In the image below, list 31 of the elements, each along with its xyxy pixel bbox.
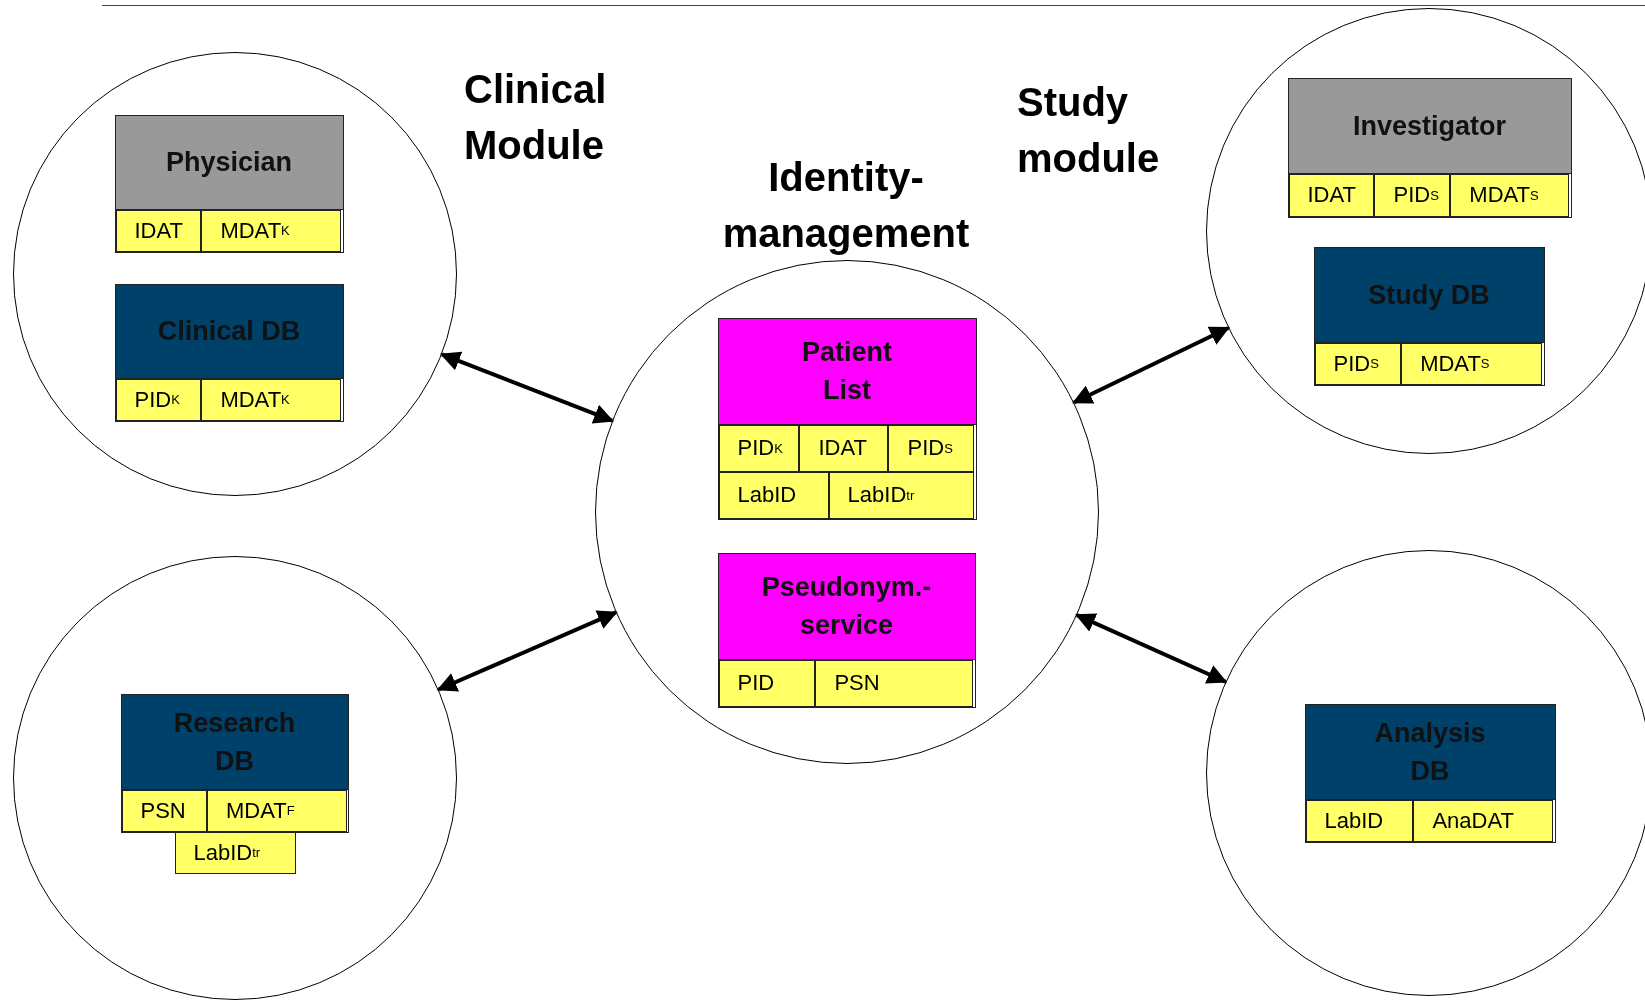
module-title: Clinical Module xyxy=(464,66,608,169)
module-title: Study module xyxy=(1017,79,1161,182)
double-arrow xyxy=(1072,326,1230,405)
table-header: Investigator xyxy=(1288,78,1571,174)
data-table xyxy=(114,283,344,422)
table-cell: PSN xyxy=(121,789,207,832)
table-header: Clinical DB xyxy=(115,284,343,379)
data-table xyxy=(114,114,344,253)
table-cell: IDAT xyxy=(1288,173,1375,217)
double-arrow xyxy=(436,610,618,692)
table-header: Analysis DB xyxy=(1305,704,1555,800)
table-header: Study DB xyxy=(1314,247,1544,343)
double-arrow xyxy=(440,351,614,424)
double-arrow xyxy=(1075,613,1228,684)
data-table xyxy=(717,552,976,708)
data-table xyxy=(1304,703,1556,843)
table-header: Patient List xyxy=(718,318,976,425)
table-header: Pseudonym.-service xyxy=(718,553,975,660)
table-cell: LabID xyxy=(1305,799,1414,842)
table-cell: IDAT xyxy=(115,209,202,252)
table-cell: IDAT xyxy=(799,424,889,472)
data-table xyxy=(1287,77,1572,218)
data-table xyxy=(717,317,977,520)
table-cell: LabID xyxy=(718,471,829,519)
module-title: Identity-management xyxy=(721,154,971,257)
table-cell: PID xyxy=(718,659,816,707)
table-cell: AnaDAT xyxy=(1413,799,1554,842)
data-table xyxy=(1313,246,1545,386)
table-header: Physician xyxy=(115,115,343,210)
table-header: Research DB xyxy=(121,694,348,790)
table-cell: PSN xyxy=(815,659,974,707)
